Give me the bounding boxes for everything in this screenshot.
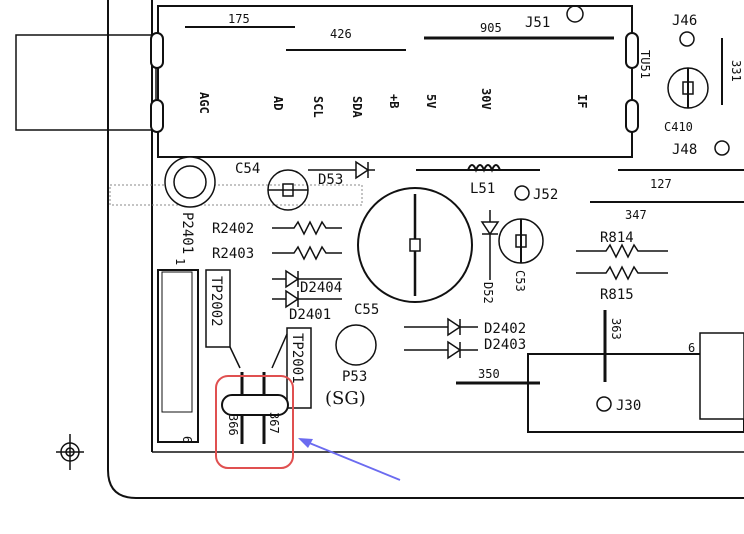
tuner-mount-tab [625,32,639,69]
ref-l51: L51 [470,181,495,197]
ref-d2404: D2404 [300,280,342,296]
tuner-mount-tab [150,32,164,69]
ref-r814: R814 [600,230,634,246]
ref-c55: C55 [354,302,379,318]
tuner-pad-plus-b: +B [387,94,401,108]
connector-box [15,34,157,131]
d53-symbol [355,160,370,180]
tp2001-body [286,327,312,409]
ref-tp2002: TP2002 [208,276,224,327]
j46-pad [679,31,695,47]
large-capacitor-polarity [409,238,421,252]
jumper-331-label: 331 [729,60,743,82]
jumper-175-label: 175 [228,12,250,26]
ic-block-right [699,332,744,420]
ref-j46: J46 [672,13,697,29]
j51-pad [566,5,584,23]
tuner-module [157,5,633,158]
jumper-127-label: 127 [650,177,672,191]
ref-tp2001: TP2001 [289,333,305,384]
shield-strip [109,184,363,206]
ref-d52: D52 [481,282,495,304]
tuner-pad-5v: 5V [424,94,438,108]
jumper-905-label: 905 [480,21,502,35]
p2401-pin-1: 1 [173,258,187,265]
mounting-screw-icon [56,434,84,470]
ref-j52: J52 [533,187,558,203]
highlight-arrow-head [298,438,313,448]
ref-r2403: R2403 [212,246,254,262]
tuner-pad-agc: AGC [197,92,211,114]
board-outline [107,0,744,499]
j52-pad [514,185,530,201]
jumper-366-label: 366 [226,414,240,436]
ref-c54: C54 [235,161,260,177]
d2403-symbol [447,340,462,360]
ref-j48: J48 [672,142,697,158]
ref-p53: P53 [342,369,367,385]
jumper-363-label: 363 [609,318,623,340]
tp2002-lead [229,346,241,369]
connector-pin-6: 6 [180,436,194,443]
r815-symbol [576,265,668,281]
jumper-426-label: 426 [330,27,352,41]
ref-c410: C410 [664,120,693,134]
tuner-pad-scl: SCL [311,96,325,118]
ref-d2402: D2402 [484,321,526,337]
d52-symbol [480,221,500,236]
l51-coil [467,164,501,173]
highlight-box [215,375,294,469]
tuner-label: TU51 [638,50,652,79]
tp2002-body [205,269,231,348]
p53-pad [335,324,377,366]
d2402-symbol [447,317,462,337]
ref-r815: R815 [600,287,634,303]
ref-r2402: R2402 [212,221,254,237]
d2404-symbol [285,269,300,289]
r2403-symbol [272,245,342,261]
ic-pin-6: 6 [688,341,695,355]
ref-d2403: D2403 [484,337,526,353]
ref-d53: D53 [318,172,343,188]
d2401-symbol [285,289,300,309]
ref-j30: J30 [616,398,641,414]
ref-p2401: P2401 [179,212,195,254]
tuner-pad-30v: 30V [479,88,493,110]
tuner-pad-ad: AD [271,96,285,110]
p2401-pad-outer [164,156,216,208]
ref-c53: C53 [513,270,527,292]
tuner-pad-if: IF [575,94,589,108]
ref-d2401: D2401 [289,307,331,323]
tuner-mount-tab [150,99,164,133]
jumper-347-label: 347 [625,208,647,222]
r2402-symbol [272,220,342,236]
ref-sg: (SG) [325,388,366,409]
connector-strip-inner [161,271,193,413]
j30-pad [596,396,612,412]
jumper-367-label: 367 [267,412,281,434]
ref-j51: J51 [525,15,550,31]
solder-bridge-pad [221,394,289,416]
r814-symbol [576,243,668,259]
highlight-arrow-shaft [301,439,401,481]
connector-strip [157,269,199,443]
tp2001-lead [271,333,288,369]
tuner-pad-sda: SDA [350,96,364,118]
tuner-mount-tab [625,99,639,133]
jumper-350-label: 350 [478,367,500,381]
j48-pad [714,140,730,156]
ic-block [527,353,744,433]
p2401-pad-inner [173,165,207,199]
